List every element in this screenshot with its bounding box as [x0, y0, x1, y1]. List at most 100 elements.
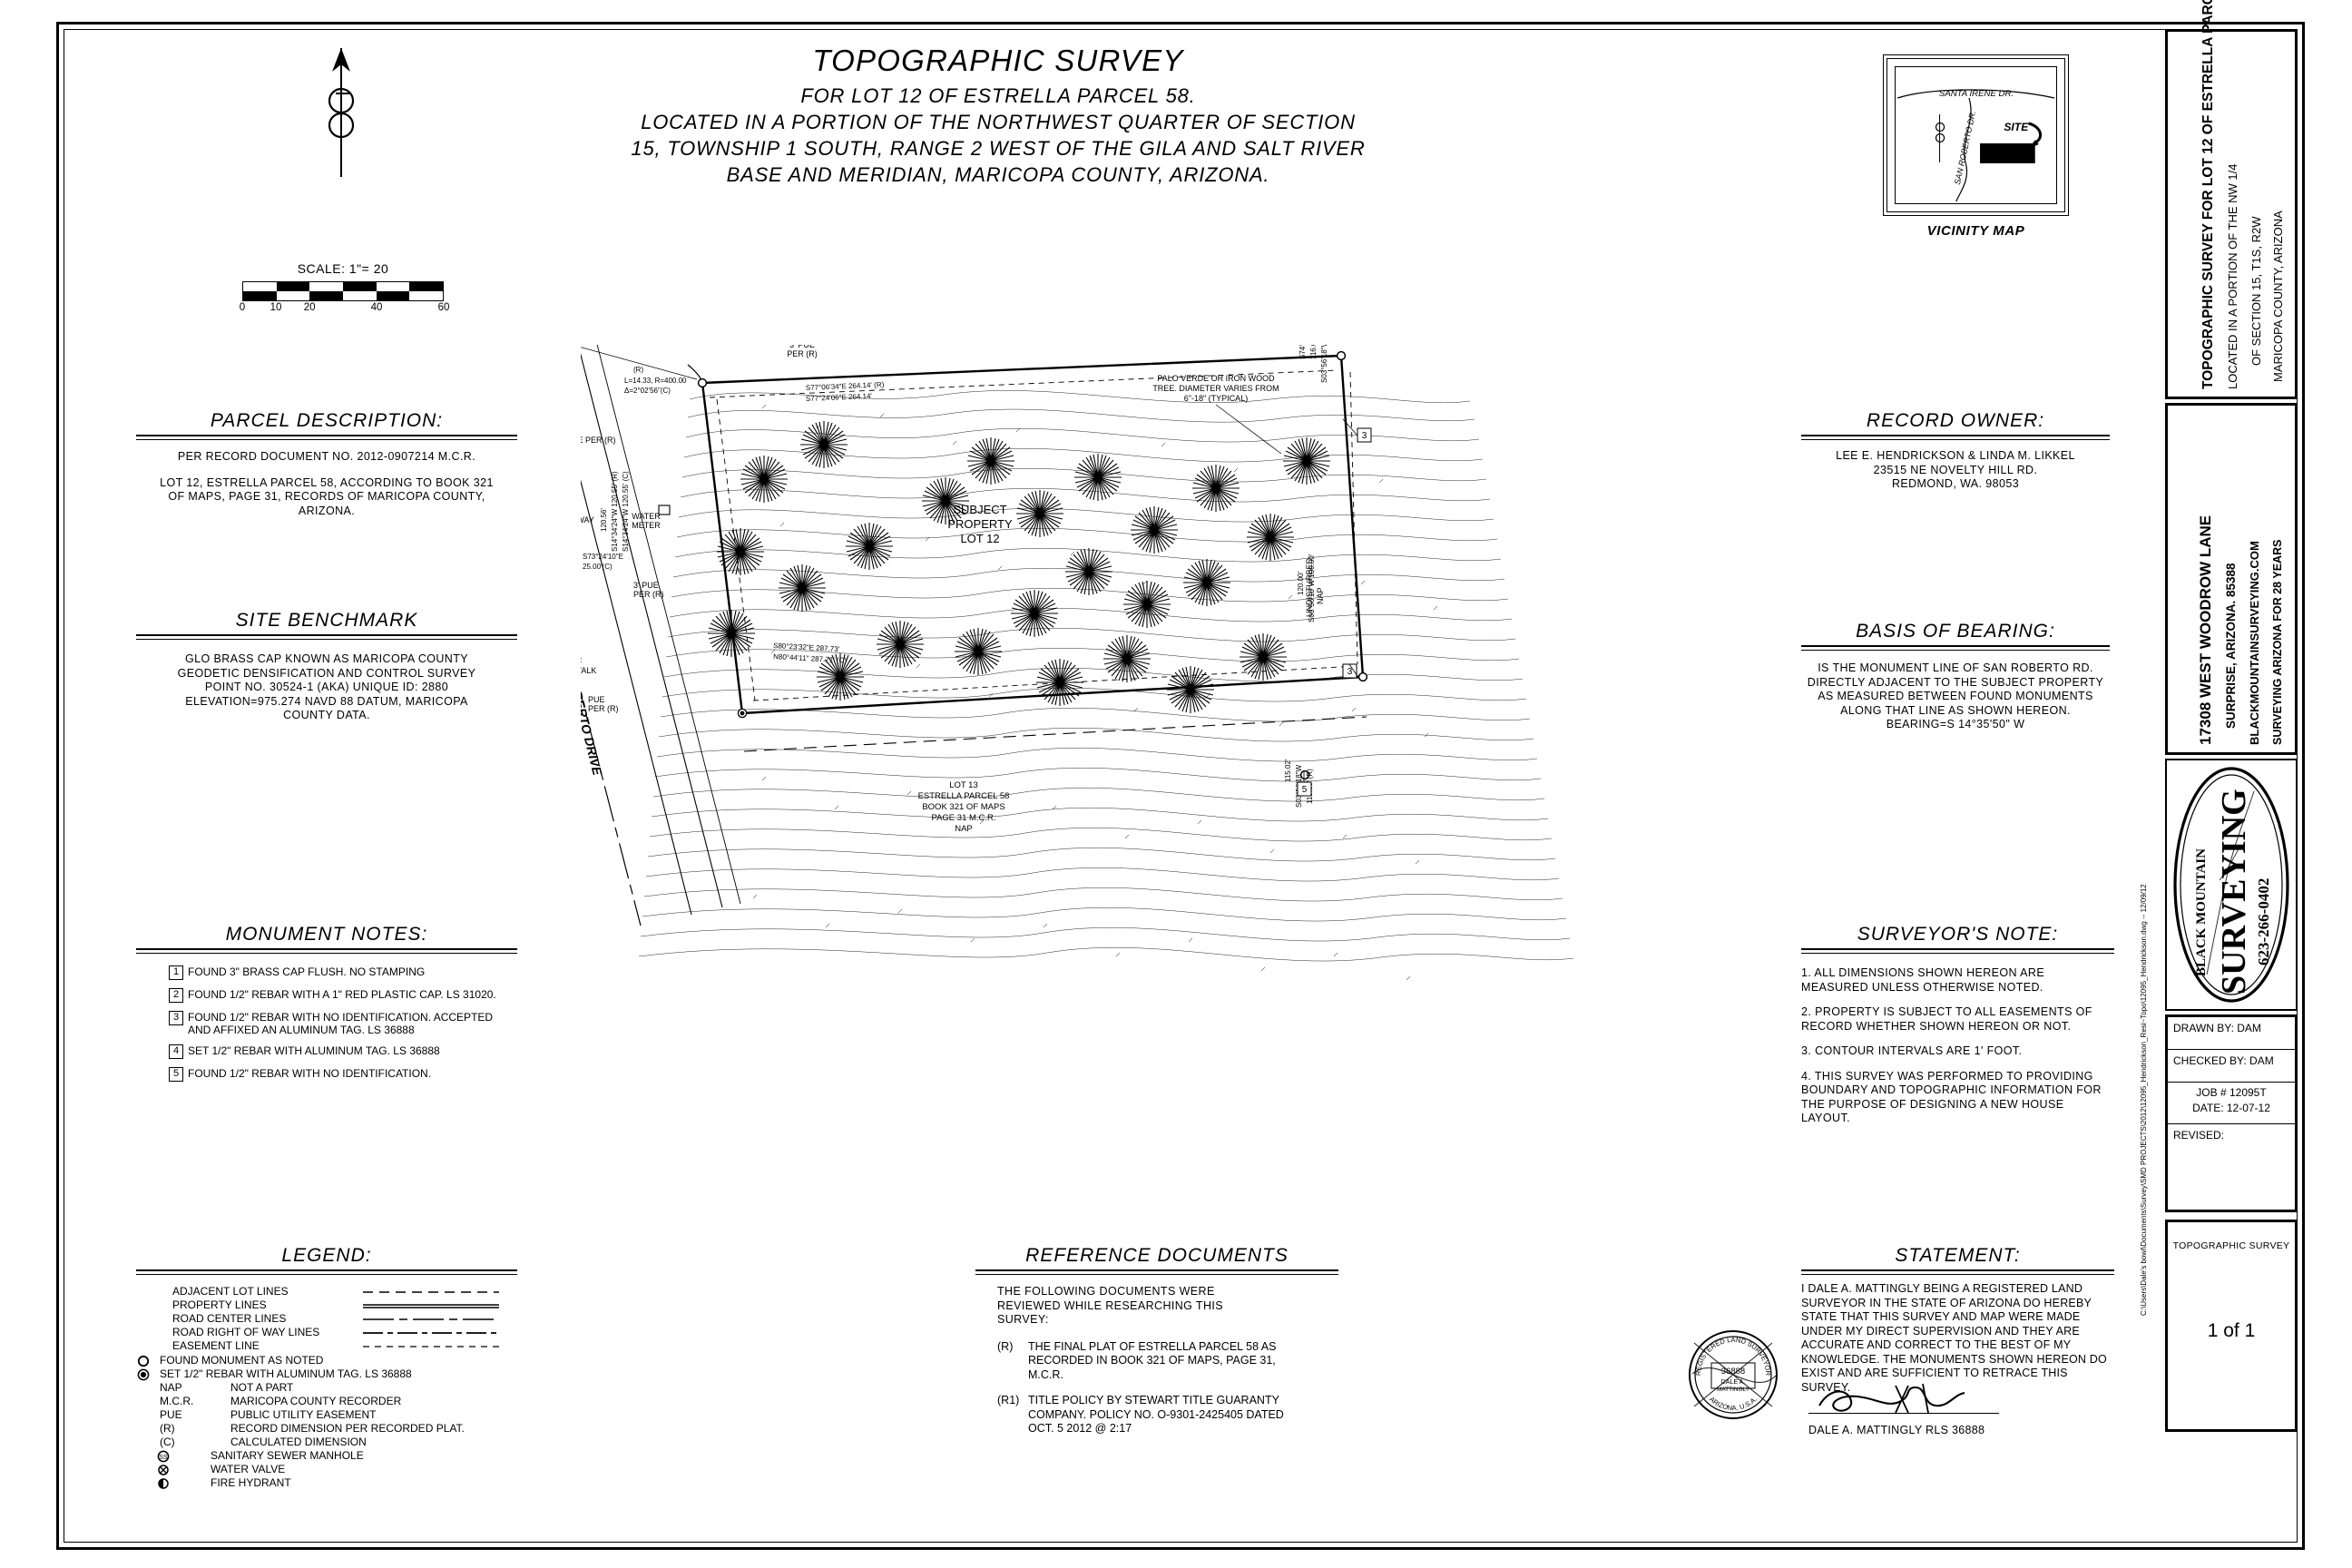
header-rule — [1801, 645, 2110, 651]
legend-row: NAP NOT A PART — [136, 1381, 517, 1395]
legend-row: ROAD CENTER LINES — [172, 1312, 517, 1326]
scale-tick-labels: 0 10 20 40 60 — [240, 302, 450, 315]
monument-flag: 5 — [1297, 771, 1312, 797]
job-number: JOB # 12095T — [2196, 1086, 2267, 1099]
svg-text:NAP: NAP — [1316, 587, 1325, 604]
svg-text:120.00': 120.00' — [1297, 572, 1305, 595]
surveyors-note-item-1: 1. ALL DIMENSIONS SHOWN HEREON ARE MEASU… — [1801, 966, 2045, 994]
svg-text:36888: 36888 — [1721, 1367, 1745, 1377]
legend-definition: WATER VALVE — [211, 1463, 286, 1475]
legend-label: ROAD RIGHT OF WAY LINES — [172, 1326, 320, 1338]
company-tagline: SURVEYING ARIZONA FOR 28 YEARS — [2271, 539, 2284, 745]
scale-label: SCALE: 1"= 20 — [297, 261, 389, 276]
parcel-description-para-2: LOT 12, ESTRELLA PARCEL 58, ACCORDING TO… — [160, 475, 494, 517]
scale-tick-2: 20 — [303, 302, 316, 313]
svg-text:PALO VERDE OR IRON WOOD: PALO VERDE OR IRON WOOD — [1157, 374, 1275, 383]
legend-line-sample — [363, 1316, 517, 1323]
svg-text:S77°06'34"E 264.14' (R): S77°06'34"E 264.14' (R) — [806, 380, 885, 392]
monument-note-text: FOUND 3" BRASS CAP FLUSH. NO STAMPING — [188, 965, 426, 978]
legend-definition: PUBLIC UTILITY EASEMENT — [230, 1408, 377, 1421]
monument-notes-block: MONUMENT NOTES: 1 FOUND 3" BRASS CAP FLU… — [136, 924, 517, 1090]
svg-text:PER (R): PER (R) — [787, 349, 818, 358]
monument-note-text: FOUND 1/2" REBAR WITH NO IDENTIFICATION. — [188, 1067, 432, 1080]
reference-document-tag: (R1) — [997, 1394, 1020, 1406]
svg-text:S73°24'10"E: S73°24'10"E — [583, 553, 623, 561]
legend-header: LEGEND: — [281, 1245, 372, 1266]
record-owner-block: RECORD OWNER: LEE E. HENDRICKSON & LINDA… — [1801, 410, 2110, 492]
monument-note-item: 3 FOUND 1/2" REBAR WITH NO IDENTIFICATIO… — [169, 1011, 517, 1036]
monument-flag: 3 — [1342, 663, 1360, 680]
logo-main-text: SURVEYING — [2215, 789, 2253, 995]
legend-definition: NOT A PART — [230, 1381, 294, 1394]
tree-note: PALO VERDE OR IRON WOOD TREE. DIAMETER V… — [1152, 374, 1282, 455]
svg-text:BACK OF: BACK OF — [581, 657, 583, 666]
svg-text:25.00'(C): 25.00'(C) — [583, 563, 612, 571]
surveyors-note-item-3: 3. CONTOUR INTERVALS ARE 1' FOOT. — [1801, 1044, 2023, 1057]
svg-text:PAGE 31 M.C.R.: PAGE 31 M.C.R. — [931, 813, 995, 823]
legend-row: FIRE HYDRANT — [136, 1476, 517, 1490]
svg-text:S03°56'18"W 116.07': S03°56'18"W 116.07' — [1320, 345, 1328, 383]
record-owner-line-1: LEE E. HENDRICKSON & LINDA M. LIKKEL — [1836, 449, 2075, 462]
legend-definition: CALCULATED DIMENSION — [230, 1436, 367, 1448]
svg-text:S74°01'01"W: S74°01'01"W — [1298, 345, 1307, 359]
survey-drawing: SAN ROBERTO DRIVE — [581, 345, 1724, 1252]
header-rule — [136, 948, 517, 954]
legend-line-rows: ADJACENT LOT LINES PROPERTY LINES ROAD C… — [136, 1285, 517, 1353]
reference-document-tag: (R) — [997, 1339, 1014, 1353]
title-block-strip: TOPOGRAPHIC SURVEY FOR LOT 12 OF ESTRELL… — [2165, 0, 2298, 1543]
svg-text:S03°56'18"W 100.00': S03°56'18"W 100.00' — [1308, 554, 1316, 622]
legend-row: FOUND MONUMENT AS NOTED — [136, 1354, 517, 1367]
svg-text:WATER: WATER — [632, 512, 661, 521]
monument-note-number: 3 — [169, 1011, 183, 1025]
svg-text:3' PUE: 3' PUE — [789, 345, 815, 349]
legend-definition: SET 1/2" REBAR WITH ALUMINUM TAG. LS 368… — [160, 1367, 412, 1380]
legend-row: EASEMENT LINE — [172, 1339, 517, 1353]
header-rule — [136, 634, 517, 640]
record-owner-line-3: REDMOND, WA. 98053 — [1891, 477, 2020, 490]
title-line-1: TOPOGRAPHIC SURVEY — [812, 44, 1184, 77]
vicinity-map: SANTA IRENE DR. SAN ROBERTO DR. SITE VIC… — [1883, 54, 2069, 239]
svg-text:UNDISTURBED: UNDISTURBED — [1305, 557, 1314, 617]
legend-definition: RECORD DIMENSION PER RECORDED PLAT. — [230, 1422, 465, 1435]
site-benchmark-para: GLO BRASS CAP KNOWN AS MARICOPA COUNTY G… — [177, 652, 476, 721]
monument-note-item: 2 FOUND 1/2" REBAR WITH A 1" RED PLASTIC… — [169, 988, 517, 1003]
surveyors-note-item-2: 2. PROPERTY IS SUBJECT TO ALL EASEMENTS … — [1801, 1005, 2092, 1033]
monument-note-item: 1 FOUND 3" BRASS CAP FLUSH. NO STAMPING — [169, 965, 517, 980]
monument-note-text: FOUND 1/2" REBAR WITH A 1" RED PLASTIC C… — [188, 988, 496, 1001]
svg-text:(R): (R) — [633, 366, 643, 374]
legend-label: PROPERTY LINES — [172, 1298, 267, 1311]
svg-text:SANTA IRENE DR.: SANTA IRENE DR. — [1939, 89, 2014, 99]
svg-text:3' PUE: 3' PUE — [633, 581, 659, 590]
monument-notes-list: 1 FOUND 3" BRASS CAP FLUSH. NO STAMPING … — [136, 965, 517, 1082]
water-meter-symbol — [658, 505, 671, 515]
monument-note-text: FOUND 1/2" REBAR WITH NO IDENTIFICATION.… — [188, 1011, 494, 1036]
legend-row: PROPERTY LINES — [172, 1298, 517, 1312]
project-title-line-3: OF SECTION 15, T1S, R2W — [2249, 216, 2263, 366]
svg-text:6"-18" (TYPICAL): 6"-18" (TYPICAL) — [1184, 394, 1248, 403]
legend-row: SET 1/2" REBAR WITH ALUMINUM TAG. LS 368… — [136, 1367, 517, 1381]
monument-note-item: 4 SET 1/2" REBAR WITH ALUMINUM TAG. LS 3… — [169, 1044, 517, 1059]
legend-row: (R) RECORD DIMENSION PER RECORDED PLAT. — [136, 1422, 517, 1436]
header-rule — [136, 435, 517, 440]
svg-text:RIGHT OF WAY: RIGHT OF WAY — [581, 515, 594, 524]
legend-row: PUE PUBLIC UTILITY EASEMENT — [136, 1408, 517, 1422]
legend-line-sample — [363, 1289, 517, 1296]
signature-area — [1801, 1383, 2114, 1424]
checked-by-row: CHECKED BY: DAM — [2168, 1050, 2295, 1083]
svg-text:NAP: NAP — [955, 824, 973, 834]
company-website[interactable]: BLACKMOUNTAINSURVEYING.COM — [2248, 541, 2261, 745]
reference-document-text: THE FINAL PLAT OF ESTRELLA PARCEL 58 AS … — [1028, 1339, 1277, 1381]
legend-term: NAP — [160, 1381, 182, 1394]
reference-document-item: (R1) TITLE POLICY BY STEWART TITLE GUARA… — [975, 1394, 1338, 1436]
site-benchmark-block: SITE BENCHMARK GLO BRASS CAP KNOWN AS MA… — [136, 610, 517, 723]
north-arrow-icon — [299, 41, 381, 186]
monument-note-number: 4 — [169, 1044, 183, 1059]
svg-text:ESTRELLA PARCEL 58: ESTRELLA PARCEL 58 — [918, 791, 1010, 801]
project-description-box: TOPOGRAPHIC SURVEY FOR LOT 12 OF ESTRELL… — [2165, 0, 2298, 399]
signature-rule — [1808, 1413, 1999, 1414]
drawing-callouts: 3' PUE PER (R) 3' PUE PER (R) WATER METE… — [581, 345, 1325, 713]
svg-text:S14°34'24"W 120.55' (R): S14°34'24"W 120.55' (R) — [611, 471, 619, 552]
logo-phone-text: 623-266-0402 — [2255, 878, 2272, 965]
svg-text:116.07' (R): 116.07' (R) — [1309, 345, 1318, 359]
